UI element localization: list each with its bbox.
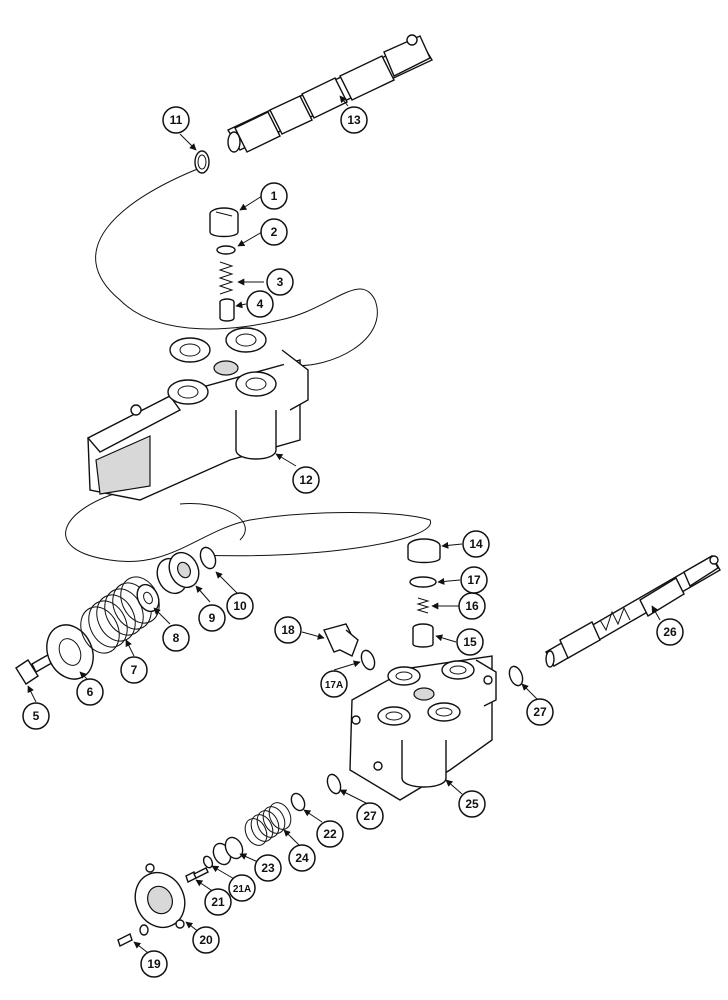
svg-text:1: 1 xyxy=(271,189,278,203)
svg-text:17: 17 xyxy=(467,573,481,587)
spring-seat-9 xyxy=(156,551,200,595)
spool-26 xyxy=(545,555,721,668)
svg-text:23: 23 xyxy=(261,861,275,875)
callout-5: 5 xyxy=(22,702,50,730)
callout-4: 4 xyxy=(246,290,274,318)
callout-13: 13 xyxy=(340,106,368,134)
callout-8: 8 xyxy=(162,624,190,652)
piston-4 xyxy=(219,298,235,322)
svg-text:4: 4 xyxy=(257,297,264,311)
svg-text:15: 15 xyxy=(463,635,477,649)
svg-text:21A: 21A xyxy=(233,884,251,895)
spring-3 xyxy=(218,261,234,295)
svg-text:18: 18 xyxy=(281,623,295,637)
o-ring-11 xyxy=(194,150,210,174)
svg-text:10: 10 xyxy=(233,599,247,613)
o-ring-10 xyxy=(199,546,217,570)
callout-24: 24 xyxy=(288,844,316,872)
o-ring-27-lower xyxy=(326,773,342,795)
callout-23: 23 xyxy=(254,854,282,882)
valve-body-25 xyxy=(349,655,497,801)
washer-6 xyxy=(46,624,94,680)
svg-text:3: 3 xyxy=(277,275,284,289)
o-ring-2 xyxy=(216,245,236,255)
phantom-loop-link xyxy=(179,502,246,541)
spring-16 xyxy=(416,597,430,614)
callout-27-lower: 27 xyxy=(356,802,384,830)
washer-22 xyxy=(290,792,306,812)
o-ring-27-right xyxy=(508,665,524,687)
plug-14 xyxy=(407,538,441,564)
callout-12: 12 xyxy=(292,466,320,494)
callout-19: 19 xyxy=(140,950,168,978)
piston-15 xyxy=(412,623,434,648)
callout-3: 3 xyxy=(266,268,294,296)
plug-1 xyxy=(209,207,239,238)
callout-15: 15 xyxy=(456,628,484,656)
svg-text:27: 27 xyxy=(533,705,547,719)
callout-10: 10 xyxy=(226,592,254,620)
svg-text:19: 19 xyxy=(147,957,161,971)
svg-text:25: 25 xyxy=(465,797,479,811)
svg-text:21: 21 xyxy=(211,895,225,909)
svg-text:5: 5 xyxy=(33,709,40,723)
fitting-18 xyxy=(323,623,359,657)
callout-17a: 17A xyxy=(320,670,348,698)
callout-17: 17 xyxy=(460,566,488,594)
svg-text:20: 20 xyxy=(199,933,213,947)
svg-text:27: 27 xyxy=(363,809,377,823)
washer-21a xyxy=(202,855,214,869)
svg-text:16: 16 xyxy=(465,599,479,613)
callout-21a: 21A xyxy=(228,874,256,902)
svg-text:24: 24 xyxy=(295,851,309,865)
callout-22: 22 xyxy=(316,820,344,848)
phantom-loop-lower xyxy=(65,491,431,562)
callout-27-right: 27 xyxy=(526,698,554,726)
callout-11: 11 xyxy=(162,106,190,134)
leader-lines xyxy=(27,95,661,957)
o-ring-17a xyxy=(360,649,376,671)
svg-text:17A: 17A xyxy=(325,680,343,691)
sleeve-23 xyxy=(212,836,244,866)
callout-6: 6 xyxy=(76,678,104,706)
valve-body-12 xyxy=(86,327,309,501)
spring-24 xyxy=(244,802,292,846)
callout-7: 7 xyxy=(120,656,148,684)
screw-21 xyxy=(185,867,209,883)
screw-19 xyxy=(117,924,149,947)
callout-25: 25 xyxy=(458,790,486,818)
spool-13 xyxy=(227,34,433,153)
callout-18: 18 xyxy=(274,616,302,644)
svg-text:22: 22 xyxy=(323,827,337,841)
callout-20: 20 xyxy=(192,926,220,954)
callout-16: 16 xyxy=(458,592,486,620)
svg-text:11: 11 xyxy=(170,113,183,127)
svg-text:8: 8 xyxy=(173,631,180,645)
callout-14: 14 xyxy=(462,530,490,558)
svg-text:9: 9 xyxy=(209,611,216,625)
callout-26: 26 xyxy=(656,618,684,646)
end-cap-20 xyxy=(134,863,186,929)
svg-text:14: 14 xyxy=(469,537,483,551)
svg-text:7: 7 xyxy=(131,663,138,677)
phantom-loop-upper xyxy=(95,167,378,367)
svg-text:6: 6 xyxy=(87,685,94,699)
callout-9: 9 xyxy=(198,604,226,632)
svg-text:13: 13 xyxy=(347,113,361,127)
svg-text:2: 2 xyxy=(271,225,278,239)
svg-text:26: 26 xyxy=(663,625,677,639)
o-ring-17 xyxy=(409,576,437,588)
callout-2: 2 xyxy=(260,218,288,246)
callout-1: 1 xyxy=(260,182,288,210)
svg-text:12: 12 xyxy=(299,473,313,487)
callout-21: 21 xyxy=(204,888,232,916)
